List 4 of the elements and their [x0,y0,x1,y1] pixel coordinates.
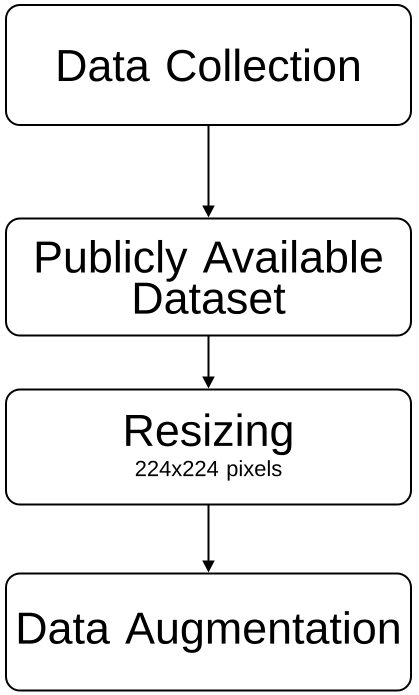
process-box: Resizing 224x224 pixels [5,388,412,506]
process-box: Data Collection [5,4,412,126]
process-box: Publicly Available Dataset [5,218,412,336]
process-box: Data Augmentation [5,572,412,692]
